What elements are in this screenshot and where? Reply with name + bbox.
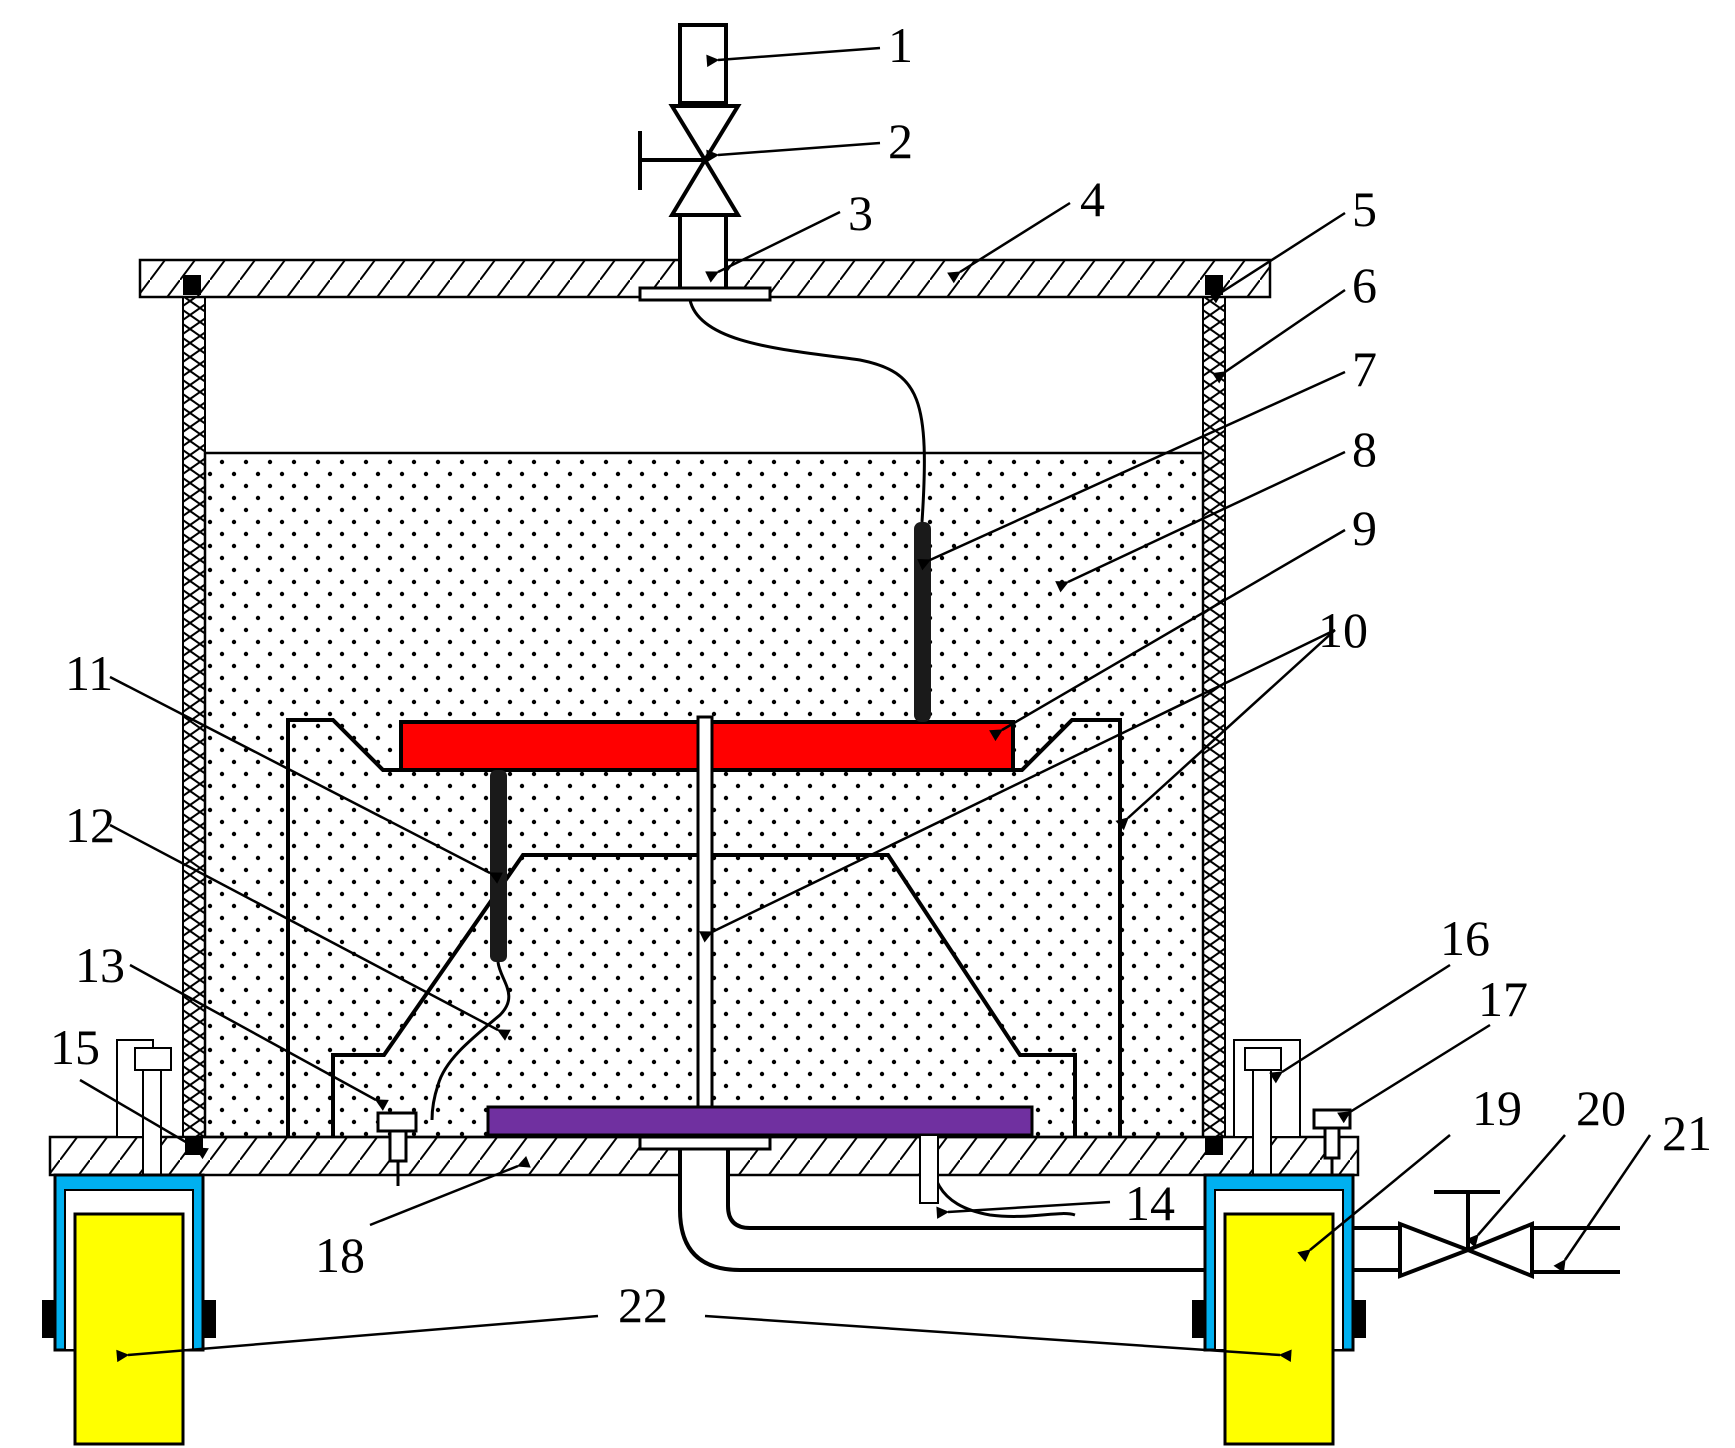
leader-22b (704, 1314, 1292, 1362)
right-wall (1202, 296, 1226, 1138)
leader-10a (699, 628, 1336, 943)
leader-2 (706, 141, 881, 163)
label-10: 10 (1318, 602, 1368, 658)
label-14: 14 (1125, 1175, 1175, 1231)
leader-13 (129, 963, 389, 1111)
label-1: 1 (888, 17, 913, 73)
label-17: 17 (1478, 971, 1528, 1027)
wheel-left (42, 1173, 216, 1446)
label-4: 4 (1080, 171, 1105, 227)
wheel-right (1192, 1173, 1366, 1446)
leader-9 (989, 528, 1346, 742)
sensor-left (490, 770, 507, 962)
leader-18 (369, 1156, 531, 1227)
inlet-pipe (678, 23, 728, 105)
leader-21 (1553, 1134, 1652, 1273)
leader-4 (947, 201, 1071, 284)
label-18: 18 (315, 1227, 365, 1283)
leader-3 (705, 210, 841, 283)
label-9: 9 (1352, 500, 1377, 556)
lid-seal-left (183, 275, 201, 295)
label-8: 8 (1352, 421, 1377, 477)
lid-flange (638, 286, 772, 302)
center-rod (696, 715, 714, 1109)
label-22: 22 (618, 1277, 668, 1333)
label-21: 21 (1662, 1105, 1712, 1161)
leader-8 (1055, 450, 1346, 593)
leader-19 (1297, 1134, 1451, 1262)
leader-10b (1115, 629, 1336, 831)
leader-7 (917, 370, 1346, 571)
leader-16 (1269, 963, 1451, 1084)
outlet-valve-left (1398, 1221, 1474, 1279)
label-13: 13 (75, 937, 125, 993)
leader-5 (1209, 211, 1346, 304)
label-15: 15 (50, 1019, 100, 1075)
inlet-valve-lower (668, 156, 742, 217)
leader-17 (1337, 1023, 1491, 1124)
outlet-valve-right (1462, 1221, 1534, 1279)
label-16: 16 (1440, 910, 1490, 966)
bolt-13 (376, 1111, 418, 1186)
post-16 (1233, 1039, 1301, 1176)
leader-15 (79, 1078, 209, 1160)
lower-plate (486, 1105, 1034, 1137)
bottom-cable-clip (919, 1134, 939, 1204)
inlet-valve (668, 104, 742, 164)
base-seal-right (1205, 1137, 1223, 1155)
leader-11 (109, 675, 503, 884)
label-20: 20 (1576, 1080, 1626, 1136)
lid-fitting (678, 213, 728, 301)
drain-flange (638, 1135, 772, 1151)
leader-12 (109, 823, 511, 1041)
label-19: 19 (1472, 1080, 1522, 1136)
label-12: 12 (65, 797, 115, 853)
label-11: 11 (65, 645, 113, 701)
lid-seal-right (1205, 275, 1223, 295)
leader-6 (1212, 288, 1346, 384)
sensor-upper (914, 522, 931, 722)
leader-22a (116, 1314, 599, 1363)
label-7: 7 (1352, 341, 1377, 397)
label-6: 6 (1352, 257, 1377, 313)
leader-20 (1465, 1134, 1566, 1248)
leader-1 (706, 46, 881, 68)
bolt-17 (1312, 1108, 1352, 1184)
label-2: 2 (888, 113, 913, 169)
leader-lines (79, 46, 1652, 1363)
left-sensor-cable (430, 961, 511, 1121)
upper-sensor-cable (688, 299, 926, 523)
leader-14 (936, 1200, 1111, 1219)
label-3: 3 (848, 185, 873, 241)
label-5: 5 (1352, 181, 1377, 237)
